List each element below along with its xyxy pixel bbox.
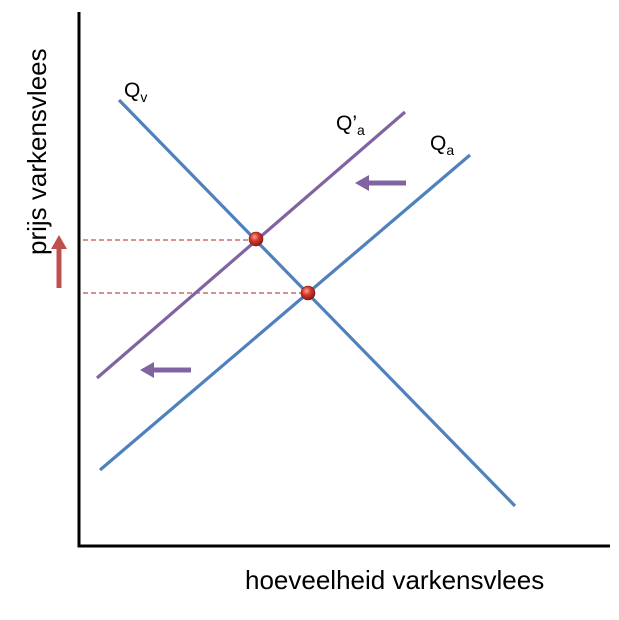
label-demand-curve: Qa xyxy=(430,132,454,158)
new-equilibrium-point xyxy=(248,231,264,247)
demand-curve xyxy=(98,153,472,472)
supply-curve xyxy=(117,98,517,508)
y-axis-title: prijs varkensvlees xyxy=(22,48,52,255)
left-arrow-icon xyxy=(355,175,406,191)
x-axis-title: hoeveelheid varkensvlees xyxy=(245,565,544,595)
label-shifted-demand-curve: Q’a xyxy=(336,112,365,138)
label-supply-curve: Qv xyxy=(124,79,147,105)
left-arrow-icon xyxy=(140,362,191,378)
up-arrow-icon xyxy=(51,235,67,288)
old-equilibrium-point xyxy=(300,285,316,301)
shifted-demand-curve xyxy=(95,110,407,380)
